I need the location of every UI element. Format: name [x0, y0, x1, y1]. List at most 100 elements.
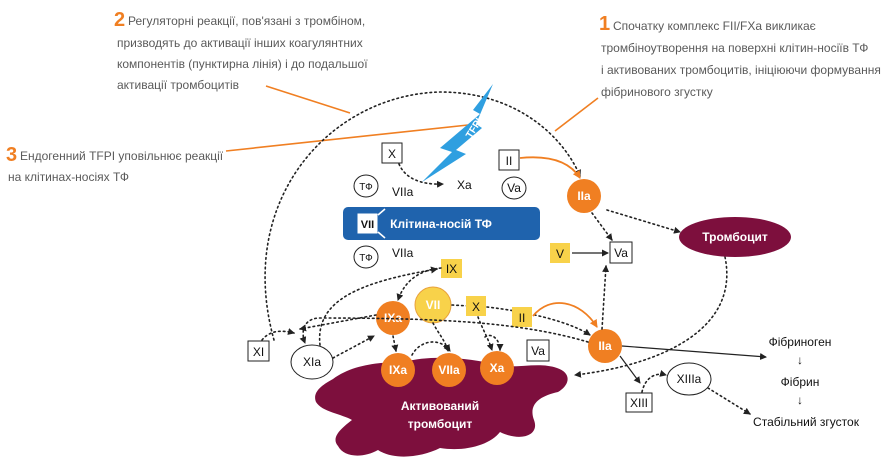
viia-low-label: VIIa	[438, 363, 460, 377]
factor-ii-label: II	[506, 154, 513, 168]
factor-x-box	[381, 142, 403, 164]
xia-to-ixa-dotted	[332, 335, 375, 359]
annotation-3-leader	[225, 124, 469, 152]
factor-x2-box	[466, 296, 486, 316]
ixa-mid-to-ixa-low	[391, 335, 399, 352]
iia-top-circle	[567, 179, 601, 213]
factor-ii2-label: II	[519, 311, 526, 325]
factor-xiii-label: XIII	[630, 396, 648, 410]
iia-to-xiiia-arrow	[619, 355, 641, 384]
xiii-to-xiiia-dotted	[641, 370, 667, 393]
ixa-low-circle	[381, 353, 415, 387]
va-circle-label: Va	[507, 181, 521, 195]
annotation-3-number: 3	[6, 144, 17, 166]
factor-x2-label: X	[472, 300, 480, 314]
factor-xi-label: XI	[253, 345, 264, 359]
tf-top-label: ТФ	[359, 182, 373, 193]
iia-low-label: IIa	[598, 339, 612, 353]
va-circle	[501, 176, 527, 200]
annotation-2: 2 Регуляторні реакції, пов'язані з тромб…	[114, 9, 368, 92]
ixa-to-xia-dotted	[299, 314, 377, 332]
xa-low-circle	[480, 351, 514, 385]
xiiia-to-clot-dotted	[707, 387, 751, 415]
annotation-2-line-2: призводять до активації інших коагулянтн…	[117, 36, 363, 50]
receptor-prong-top	[377, 208, 386, 216]
va-box2-label: Va	[531, 344, 545, 358]
annotation-2-number: 2	[114, 9, 125, 31]
xia-to-ix-loop	[318, 266, 438, 346]
tfpi-label: TFPI	[464, 116, 485, 140]
arrow-1: ↓	[797, 353, 803, 367]
iia-low-circle	[588, 329, 622, 363]
feedback-loop-iia-to-platelet	[606, 209, 681, 234]
tf-circle-top	[353, 174, 379, 198]
annotation-3-line-2: на клітинах-носіях ТФ	[8, 170, 129, 184]
annotation-2-line-4: активації тромбоцитів	[117, 78, 239, 92]
xa-loop-dotted	[484, 334, 504, 351]
factor-xiii-box	[625, 392, 653, 413]
viia-top-label: VIIa	[392, 185, 414, 199]
feedback-loop-right	[574, 256, 728, 378]
factor-ii-box	[498, 149, 520, 171]
xia-ellipse	[290, 344, 334, 380]
tf-receptor-box	[356, 212, 379, 235]
viia-low-circle	[432, 353, 466, 387]
factor-ix-box	[441, 259, 462, 278]
annotation-3-line-1: Ендогенний TFPI уповільнює реакції	[20, 149, 224, 163]
platelet-label: Тромбоцит	[702, 230, 768, 244]
x2-to-xa-low	[477, 316, 494, 351]
annotation-3: 3 Ендогенний TFPI уповільнює реакції на …	[6, 144, 224, 184]
vii-circle-label: VII	[426, 298, 441, 312]
annotation-2-leader	[265, 85, 351, 114]
factor-ii2-box	[512, 307, 532, 327]
tf-bottom-label: ТФ	[359, 253, 373, 264]
x-to-xa-arrow	[398, 163, 444, 188]
tf-receptor-label: VII	[361, 219, 374, 231]
va-box2	[526, 339, 550, 362]
iia-to-left-loop	[299, 317, 589, 344]
ii-to-iia-arrow	[519, 156, 581, 179]
receptor-prong-bottom	[377, 231, 386, 239]
tf-circle-bottom	[353, 245, 379, 269]
factor-v-box	[550, 243, 570, 263]
xiiia-label: XIIIa	[677, 372, 702, 386]
factor-x-label: X	[388, 147, 396, 161]
fibrin-label: Фібрин	[781, 375, 820, 389]
tf-carrier-cell-label: Клітина-носій ТФ	[390, 217, 492, 231]
ixa-low-to-viia-dotted	[411, 341, 451, 356]
va-box	[609, 241, 633, 264]
iia-to-fibrinogen-arrow	[621, 345, 767, 361]
factor-v-label: V	[556, 247, 564, 261]
tfpi-lightning	[422, 84, 493, 182]
activated-platelet-label-2: тромбоцит	[408, 417, 473, 431]
xa-low-label: Xa	[490, 361, 505, 375]
va-box-label: Va	[614, 246, 628, 260]
viia-bottom-label: VIIa	[392, 246, 414, 260]
annotation-1-leader	[554, 97, 599, 132]
annotation-1-line-3: і активованих тромбоцитів, ініціюючи фор…	[601, 63, 881, 77]
annotation-1: 1 Спочатку комплекс FII/FXa викликає тро…	[599, 13, 881, 99]
arrow-2: ↓	[797, 393, 803, 407]
annotation-1-number: 1	[599, 13, 610, 35]
iia-low-to-va-dotted	[601, 265, 610, 330]
xa-top-label: Xa	[457, 178, 472, 192]
platelet-ellipse	[679, 217, 791, 257]
tf-carrier-cell	[343, 207, 540, 240]
activated-platelet-label-1: Активований	[401, 399, 479, 413]
fibrinogen-label: Фібриноген	[769, 335, 832, 349]
stable-clot-label: Стабільний згусток	[753, 415, 860, 429]
iia-top-label: IIa	[577, 189, 591, 203]
ixa-low-label: IXa	[389, 363, 407, 377]
iia-to-va-arrow	[591, 212, 613, 241]
xiiia-ellipse	[666, 362, 712, 396]
factor-xi-box	[247, 340, 270, 362]
annotation-1-line-2: тромбіноутворення на поверхні клітин-нос…	[601, 41, 868, 55]
factor-ix-label: IX	[446, 262, 457, 276]
annotation-2-line-3: компонентів (пунктирна лінія) і до подал…	[117, 57, 368, 71]
annotation-2-line-1: Регуляторні реакції, пов'язані з тромбін…	[128, 14, 365, 28]
ii2-to-iia-arrow	[532, 302, 598, 328]
xi-to-xia-dotted	[261, 328, 295, 341]
feedback-loop-left	[264, 91, 581, 341]
annotation-1-line-4: фібринового згустку	[601, 85, 713, 99]
